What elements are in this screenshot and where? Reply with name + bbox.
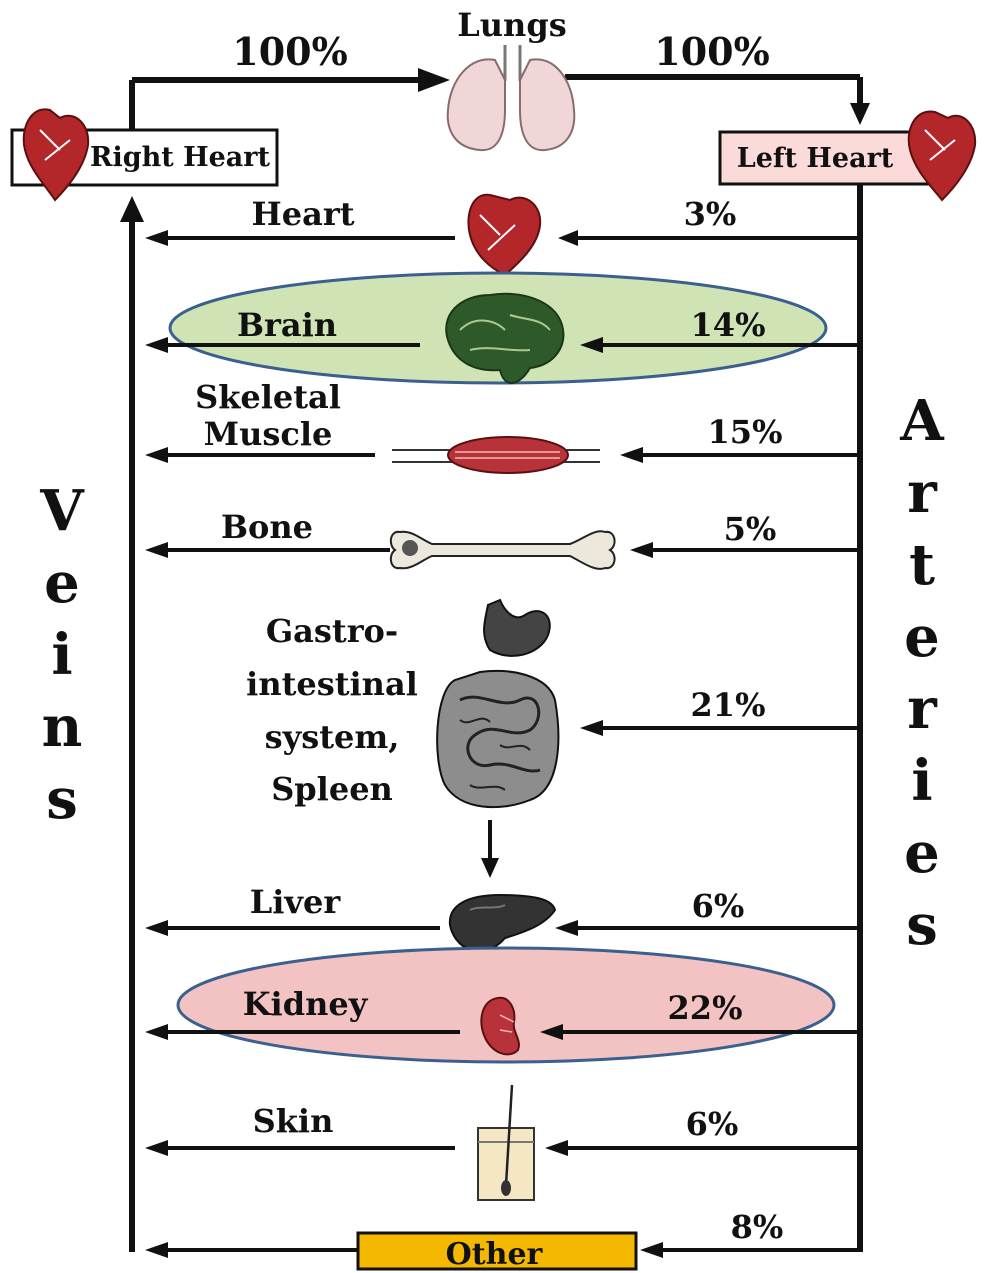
arteries-letter-e2: e: [904, 820, 940, 886]
veins-letter-e: e: [44, 550, 80, 616]
row-other: Other 8%: [145, 1208, 860, 1272]
artery-arrowhead-muscle: [620, 447, 643, 463]
lungs-icon: [448, 45, 575, 150]
vein-arrowhead-heart: [145, 230, 168, 246]
organ-label-kidney: Kidney: [243, 985, 369, 1023]
organ-label-gi-line1: Gastro-: [266, 612, 398, 650]
row-liver: Liver 6%: [145, 883, 860, 952]
veins-label: V e i n s: [39, 478, 85, 832]
row-gastrointestinal: Gastro- intestinal system, Spleen 21%: [246, 600, 860, 878]
skin-icon: [478, 1085, 534, 1200]
artery-arrowhead-liver: [555, 920, 578, 936]
vein-arrowhead-bone: [145, 542, 168, 558]
liver-icon: [450, 895, 555, 952]
pct-gi: 21%: [691, 686, 766, 724]
row-skin: Skin 6%: [145, 1085, 860, 1200]
right-heart-label: Right Heart: [90, 142, 270, 173]
organ-label-gi-line2: intestinal: [246, 665, 418, 703]
arteries-letter-t: t: [909, 532, 935, 598]
arteries-letter-a: A: [899, 388, 945, 454]
row-skeletal-muscle: Skeletal Muscle 15%: [145, 378, 860, 473]
artery-arrowhead-gi: [580, 720, 603, 736]
artery-arrowhead-bone: [630, 542, 653, 558]
organ-label-heart: Heart: [252, 195, 355, 233]
pct-heart: 3%: [684, 195, 737, 233]
to-lungs-arrow: [418, 68, 450, 92]
row-heart: Heart 3%: [145, 195, 860, 275]
arteries-letter-e1: e: [904, 604, 940, 670]
artery-arrowhead-skin: [545, 1140, 568, 1156]
vein-arrowhead-brain: [145, 337, 168, 353]
vein-up-arrow: [120, 196, 144, 222]
artery-arrowhead-heart: [558, 230, 578, 246]
artery-arrowhead-other: [640, 1242, 663, 1258]
veins-letter-i: i: [51, 622, 72, 688]
arteries-letter-r1: r: [907, 460, 938, 526]
vein-arrowhead-other: [145, 1242, 168, 1258]
organ-label-gi-line4: Spleen: [271, 770, 393, 808]
veins-letter-n: n: [42, 694, 83, 760]
vein-arrowhead-kidney: [145, 1024, 168, 1040]
organ-label-bone: Bone: [221, 508, 313, 546]
pct-kidney: 22%: [668, 989, 743, 1027]
organ-label-other: Other: [446, 1237, 544, 1272]
arteries-letter-r2: r: [907, 676, 938, 742]
organ-label-muscle-line2: Muscle: [204, 415, 333, 453]
organ-label-muscle-line1: Skeletal: [195, 378, 341, 416]
vein-arrowhead-muscle: [145, 447, 168, 463]
heart-icon: [468, 195, 540, 275]
muscle-icon: [392, 437, 600, 473]
vein-arrowhead-skin: [145, 1140, 168, 1156]
bone-icon: [391, 531, 615, 569]
left-heart-heart-icon: [909, 112, 975, 200]
to-left-heart-arrow: [850, 103, 870, 125]
pct-brain: 14%: [691, 306, 766, 344]
organ-label-liver: Liver: [250, 883, 342, 921]
organ-label-skin: Skin: [253, 1102, 334, 1140]
organ-label-gi-line3: system,: [265, 718, 400, 756]
row-bone: Bone 5%: [145, 508, 860, 569]
veins-letter-s: s: [46, 766, 78, 832]
veins-letter-v: V: [39, 478, 85, 544]
arteries-letter-i: i: [911, 748, 932, 814]
pct-skin: 6%: [686, 1105, 739, 1143]
pct-from-lungs: 100%: [654, 29, 769, 74]
pct-muscle: 15%: [708, 413, 783, 451]
pct-liver: 6%: [692, 887, 745, 925]
arteries-label: A r t e r i e s: [899, 388, 945, 958]
arteries-letter-s: s: [906, 892, 938, 958]
pct-to-lungs: 100%: [232, 29, 347, 74]
lungs-label: Lungs: [457, 6, 566, 44]
pct-other: 8%: [731, 1208, 784, 1246]
gi-to-liver-arrow: [481, 858, 499, 878]
row-brain: Brain 14%: [145, 273, 860, 383]
left-heart-label: Left Heart: [737, 143, 894, 174]
pct-bone: 5%: [724, 510, 777, 548]
intestine-icon: [437, 600, 558, 807]
organ-label-brain: Brain: [237, 306, 337, 344]
vein-arrowhead-liver: [145, 920, 168, 936]
row-kidney: Kidney 22%: [145, 948, 860, 1062]
